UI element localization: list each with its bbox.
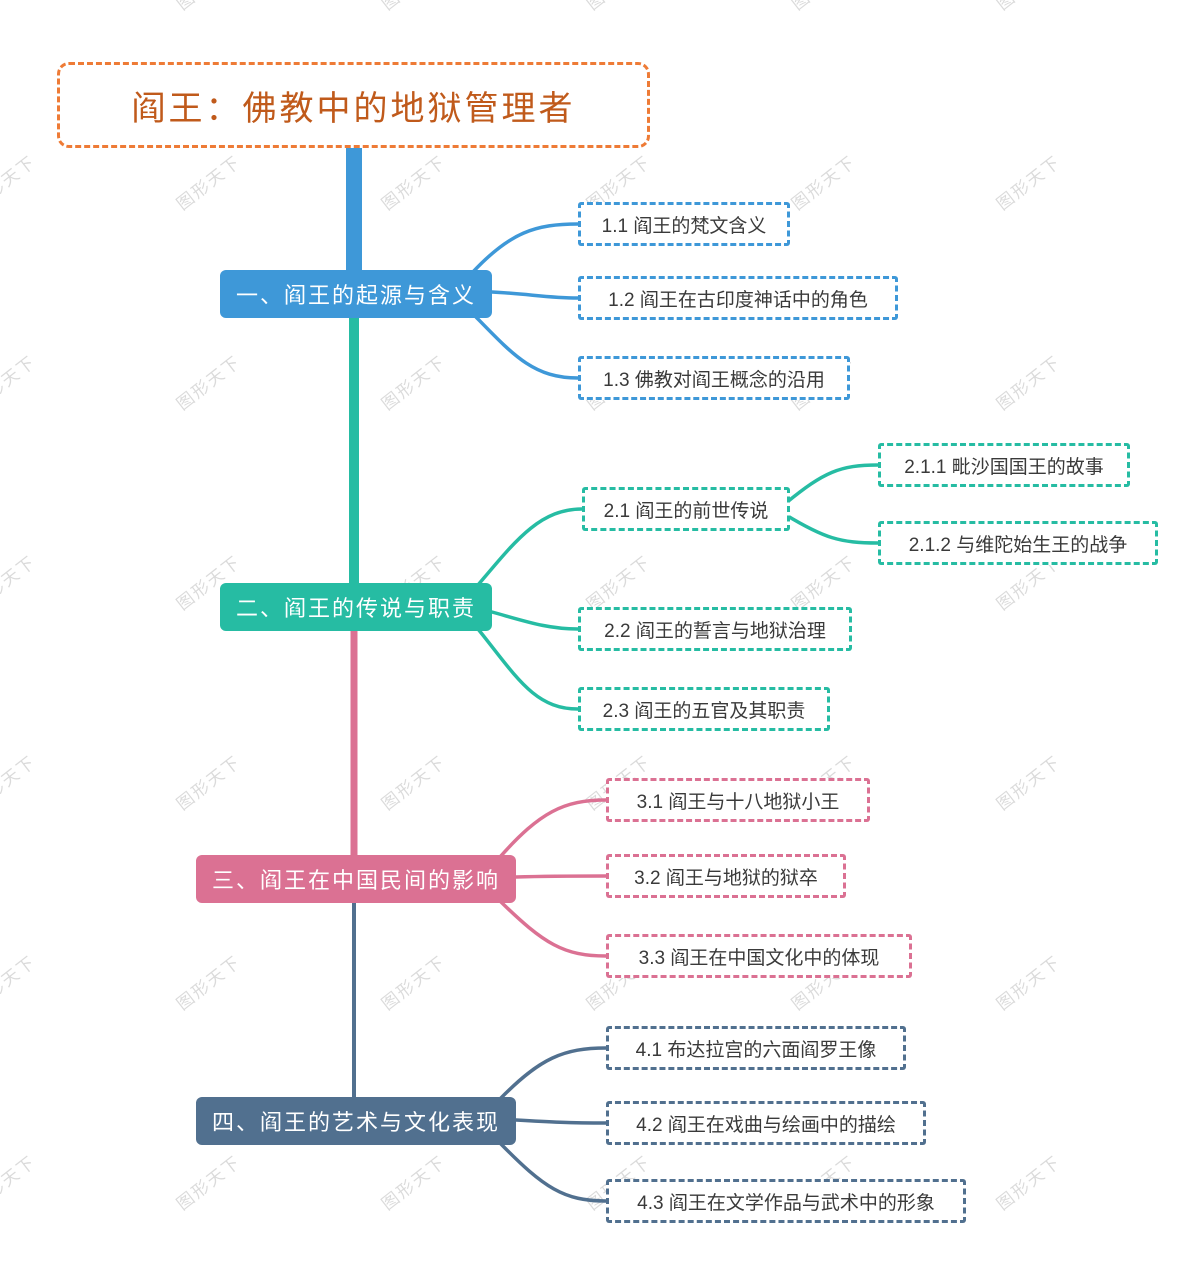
- node-2-1-1[interactable]: 2.1.1 毗沙国国王的故事: [878, 443, 1130, 487]
- node-2-3-label: 2.3 阎王的五官及其职责: [602, 700, 806, 722]
- node-3-3-label: 3.3 阎王在中国文化中的体现: [638, 947, 880, 969]
- node-4-3-label: 4.3 阎王在文学作品与武术中的形象: [637, 1192, 935, 1214]
- node-1-1[interactable]: 1.1 阎王的梵文含义: [578, 202, 790, 246]
- branch-2-label: 二、阎王的传说与职责: [235, 596, 476, 621]
- node-3-1[interactable]: 3.1 阎王与十八地狱小王: [606, 778, 870, 822]
- node-2-1-1-label: 2.1.1 毗沙国国王的故事: [904, 456, 1104, 478]
- root-topic[interactable]: 阎王：佛教中的地狱管理者: [57, 62, 650, 148]
- edge-1-2: [490, 290, 580, 300]
- edge-1-3: [474, 315, 580, 380]
- branch-1[interactable]: 一、阎王的起源与含义: [220, 270, 492, 318]
- edge-2-1-1: [784, 463, 880, 505]
- edge-3-1: [498, 798, 608, 859]
- node-1-2[interactable]: 1.2 阎王在古印度神话中的角色: [578, 276, 898, 320]
- edge-4-3: [498, 1141, 608, 1203]
- edge-3-3: [498, 899, 608, 958]
- node-2-1[interactable]: 2.1 阎王的前世传说: [582, 487, 790, 531]
- node-2-1-label: 2.1 阎王的前世传说: [603, 500, 769, 522]
- node-3-3[interactable]: 3.3 阎王在中国文化中的体现: [606, 934, 912, 978]
- node-2-2-label: 2.2 阎王的誓言与地狱治理: [604, 620, 826, 642]
- node-3-2[interactable]: 3.2 阎王与地狱的狱卒: [606, 854, 846, 898]
- branch-4[interactable]: 四、阎王的艺术与文化表现: [196, 1097, 516, 1145]
- edge-2-1: [476, 507, 584, 587]
- edge-2-1-2: [784, 513, 880, 545]
- node-4-2[interactable]: 4.2 阎王在戏曲与绘画中的描绘: [606, 1101, 926, 1145]
- edge-2-2: [490, 610, 580, 631]
- node-4-2-label: 4.2 阎王在戏曲与绘画中的描绘: [636, 1114, 896, 1136]
- node-3-2-label: 3.2 阎王与地狱的狱卒: [634, 867, 818, 889]
- branch-4-label: 四、阎王的艺术与文化表现: [211, 1110, 500, 1135]
- branch-1-label: 一、阎王的起源与含义: [235, 283, 476, 308]
- root-topic-label: 阎王：佛教中的地狱管理者: [131, 89, 576, 128]
- branch-3[interactable]: 三、阎王在中国民间的影响: [196, 855, 516, 903]
- node-4-3[interactable]: 4.3 阎王在文学作品与武术中的形象: [606, 1179, 966, 1223]
- node-3-1-label: 3.1 阎王与十八地狱小王: [636, 791, 840, 813]
- node-1-3-label: 1.3 佛教对阎王概念的沿用: [603, 369, 825, 391]
- node-4-1[interactable]: 4.1 布达拉宫的六面阎罗王像: [606, 1026, 906, 1070]
- node-2-2[interactable]: 2.2 阎王的誓言与地狱治理: [578, 607, 852, 651]
- node-2-1-2-label: 2.1.2 与维陀始生王的战争: [908, 534, 1128, 556]
- node-1-1-label: 1.1 阎王的梵文含义: [601, 215, 767, 237]
- edge-2-3: [476, 627, 580, 711]
- branch-2[interactable]: 二、阎王的传说与职责: [220, 583, 492, 631]
- node-1-2-label: 1.2 阎王在古印度神话中的角色: [608, 289, 868, 311]
- edge-1-1: [470, 222, 580, 275]
- edge-3-2: [514, 874, 608, 879]
- node-1-3[interactable]: 1.3 佛教对阎王概念的沿用: [578, 356, 850, 400]
- node-4-1-label: 4.1 布达拉宫的六面阎罗王像: [635, 1039, 877, 1061]
- edge-4-2: [514, 1118, 608, 1125]
- branch-3-label: 三、阎王在中国民间的影响: [211, 868, 500, 893]
- edge-4-1: [498, 1046, 608, 1101]
- node-2-1-2[interactable]: 2.1.2 与维陀始生王的战争: [878, 521, 1158, 565]
- node-2-3[interactable]: 2.3 阎王的五官及其职责: [578, 687, 830, 731]
